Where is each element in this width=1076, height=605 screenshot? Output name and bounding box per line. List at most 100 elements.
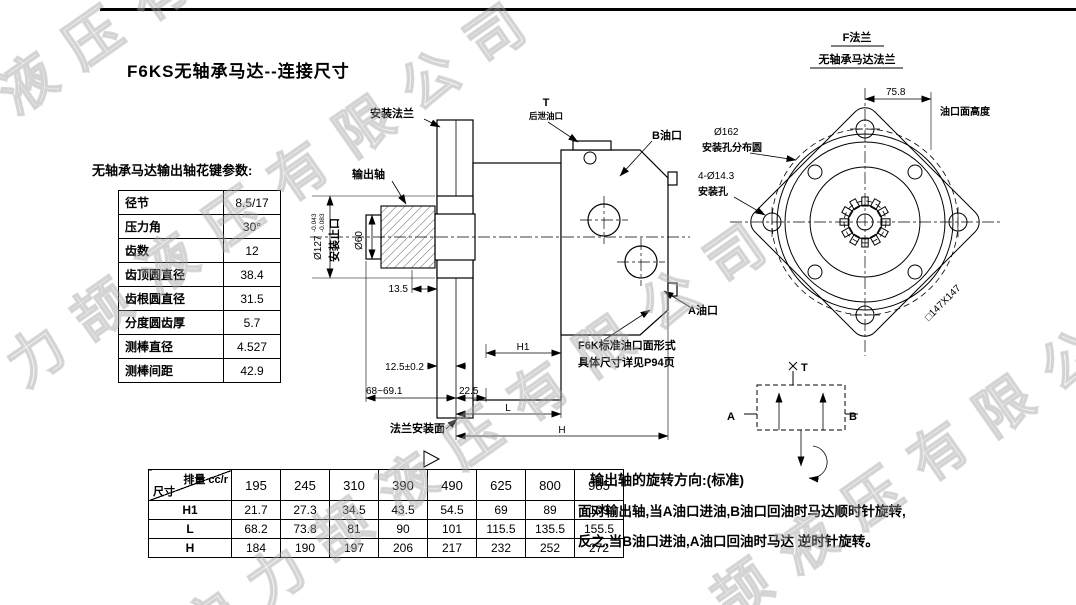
bolt-circle-diameter: Ø162 [714,127,739,138]
cell: 184 [231,538,281,558]
param-label: 齿顶圆直径 [118,262,224,287]
dim-h: H [558,425,565,436]
port-note-line2: 具体尺寸详见P94页 [578,355,675,369]
row-label: H [148,538,232,558]
t-port-sublabel: 后泄油口 [529,111,563,121]
spigot-tol-upper: -0.043 [311,213,318,232]
cell: 81 [329,519,379,539]
motor-body [472,162,562,401]
t-port-label: T [543,97,550,109]
spline-table-caption: 无轴承马达输出轴花键参数: [92,163,253,178]
table-row: H 184 190 197 206 217 232 252 272 [148,538,624,558]
cell: 54.5 [427,500,477,520]
param-label: 测棒直径 [118,334,224,359]
column-header: 800 [525,469,575,501]
row-label: L [148,519,232,539]
column-header: 625 [476,469,526,501]
spigot-tol-lower: -0.083 [319,213,326,232]
cell: 197 [329,538,379,558]
param-label: 测棒间距 [118,358,224,383]
cell: 90 [378,519,428,539]
table-row: H1 21.7 27.3 34.5 43.5 54.5 69 89 109 [148,500,624,520]
dim-12-5: 12.5±0.2 [385,362,424,373]
cell: 155.5 [574,519,624,539]
cell: 190 [280,538,330,558]
page-title: F6KS无轴承马达--连接尺寸 [127,62,350,81]
t-port-hole [583,151,597,165]
cell: 115.5 [476,519,526,539]
corner-label-size: 尺寸 [153,486,175,498]
cell: 21.7 [231,500,281,520]
hole-spec: 4-Ø14.3 [698,171,735,182]
cell: 217 [427,538,477,558]
cell: 272 [574,538,624,558]
shaft-diameter: Ø60 [354,231,365,250]
plug-top [667,171,678,186]
param-value: 30° [223,214,281,239]
flange-subname: 无轴承马达法兰 [818,52,896,66]
cell: 27.3 [280,500,330,520]
column-header: 245 [280,469,330,501]
table-row: L 68.2 73.8 81 90 101 115.5 135.5 155.5 [148,519,624,539]
b-port-label: B油口 [652,128,682,142]
port-note-line1: F6K标准油口面形式 [578,338,676,352]
a-port-label: A油口 [688,303,718,317]
t-port-boss [572,140,612,151]
param-label: 径节 [118,190,224,215]
bolt-circle-label: 安装孔分布圆 [702,141,762,154]
cell: 43.5 [378,500,428,520]
param-value: 4.527 [223,334,281,359]
param-value: 5.7 [223,310,281,335]
top-rule [100,8,1076,11]
dim-68-69: 68~69.1 [366,386,403,397]
column-header: 390 [378,469,428,501]
cell: 68.2 [231,519,281,539]
port-face-height-label: 油口面高度 [940,105,991,118]
cell: 206 [378,538,428,558]
spigot-label: 安装止口 [327,218,341,262]
column-header: 310 [329,469,379,501]
projection-symbol [423,450,441,468]
port-housing [560,149,669,336]
cell: 232 [476,538,526,558]
cell: 69 [476,500,526,520]
flange-square-outline [750,107,980,337]
param-label: 齿数 [118,238,224,263]
row-label: H1 [148,500,232,520]
table-header-row: 排量 cc/r 尺寸 195 245 310 390 490 625 800 9… [148,469,624,501]
param-value: 31.5 [223,286,281,311]
spigot-diameter: Ø127 [313,235,324,260]
cell: 135.5 [525,519,575,539]
param-value: 38.4 [223,262,281,287]
column-header: 195 [231,469,281,501]
rotation-note: 输出轴的旋转方向:(标准) 面对输出轴,当A油口进油,B油口回油时马达顺时针旋转… [578,470,1064,560]
mounting-holes [762,119,968,325]
rotation-arrow [808,445,828,483]
cell: 252 [525,538,575,558]
param-label: 压力角 [118,214,224,239]
mounting-flange-label: 安装法兰 [370,106,414,120]
schematic-port-t: T [801,362,808,374]
flange-name: F法兰 [843,30,872,44]
dim-h1: H1 [517,342,530,353]
schematic-port-b: B [849,411,857,423]
corner-label-displacement: 排量 cc/r [183,474,228,486]
front-view: F法兰 无轴承马达法兰 75.8 油口面高度 Ø162 安装孔分布圆 4-Ø14… [698,30,1000,356]
dim-l: L [505,403,511,414]
flange-face-circle [776,133,954,311]
hole-label: 安装孔 [698,185,728,198]
cell: 89 [525,500,575,520]
rotation-note-title: 输出轴的旋转方向:(标准) [590,472,744,488]
dim-22-5: 22.5 [459,386,479,397]
table-corner-cell: 排量 cc/r 尺寸 [148,469,232,501]
